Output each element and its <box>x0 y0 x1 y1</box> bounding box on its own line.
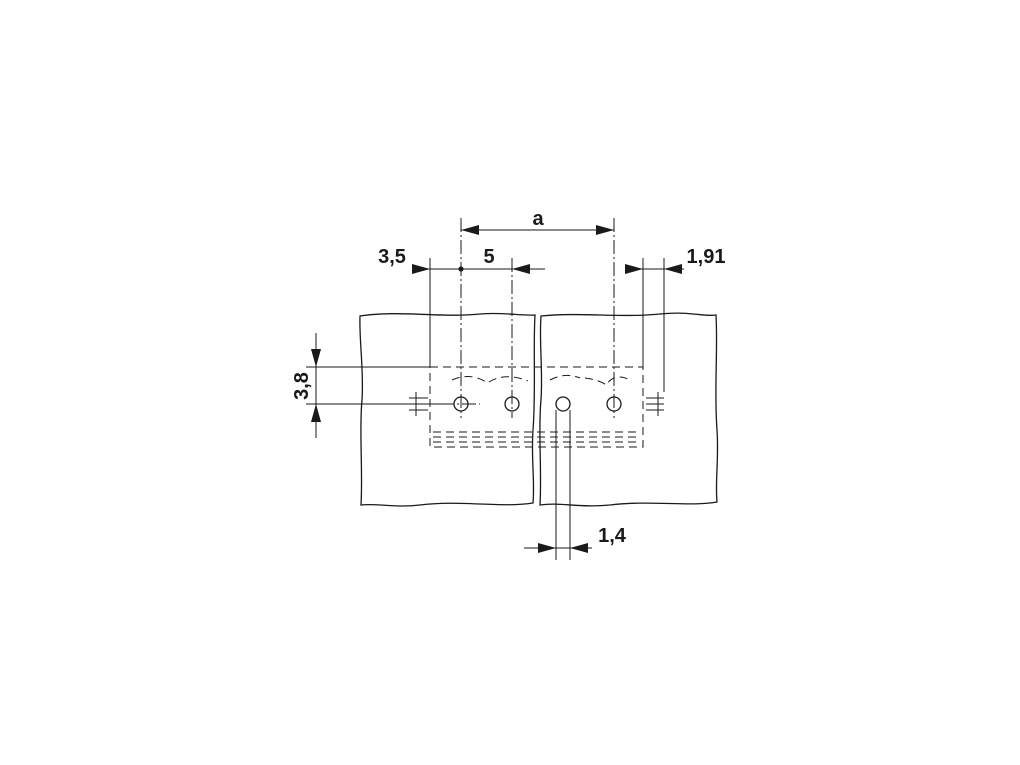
dimension-end-offset <box>625 264 684 274</box>
dimension-edge-offset-label: 3,5 <box>378 246 406 268</box>
right-latch <box>646 392 664 416</box>
drill-hole-3 <box>555 396 571 412</box>
dimension-row-offset-label: 3,8 <box>291 372 313 400</box>
dimension-row-top <box>412 264 545 274</box>
dimension-row-offset <box>311 333 321 438</box>
dimension-pitch-label: 5 <box>483 246 494 268</box>
dimension-hole-diameter <box>524 543 592 553</box>
dimension-end-offset-label: 1,91 <box>687 246 726 268</box>
dimension-a <box>461 225 614 235</box>
connector-footprint <box>429 366 644 448</box>
pcb-board-left <box>359 312 536 507</box>
dimension-a-label: a <box>532 208 544 230</box>
extension-lines <box>306 218 665 560</box>
pcb-board-right <box>539 312 719 507</box>
dimension-hole-diameter-label: 1,4 <box>598 525 627 547</box>
